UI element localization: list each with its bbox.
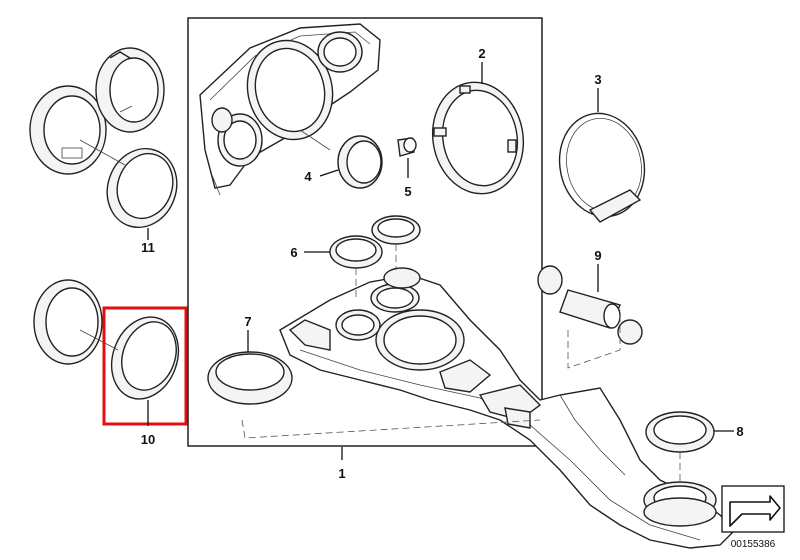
callout-11: 11 [141,240,155,255]
ring-part-4 [337,135,383,189]
arrow-icon [721,485,785,533]
assembly-frame [187,17,543,447]
tube-part-9 [537,265,643,369]
callout-4: 4 [304,169,312,184]
trim-rings-part-6 [329,215,421,300]
reference-number: 00155386 [731,539,776,550]
callout-7: 7 [244,314,251,329]
callout-8: 8 [736,424,743,439]
callout-10: 10 [141,432,155,447]
callout-5: 5 [404,184,411,199]
callout-labels: 1 2 3 4 5 6 7 8 9 10 11 [141,46,744,481]
ring-part-10 [33,279,180,400]
highlight-box [102,306,188,426]
ring-part-2 [431,81,525,195]
callout-3: 3 [594,72,601,87]
ring-part-8 [645,411,715,482]
bezel-part-7 [207,351,541,439]
callout-9: 9 [594,248,601,263]
ring-part-3 [558,112,646,223]
cluster-part-11 [29,47,178,229]
callout-6: 6 [290,245,297,260]
dashboard-panel [199,23,381,196]
bushing-part-5 [397,137,417,157]
callout-2: 2 [478,46,485,61]
callout-1: 1 [338,466,345,481]
center-console [279,267,736,549]
leader-lines [147,62,734,460]
